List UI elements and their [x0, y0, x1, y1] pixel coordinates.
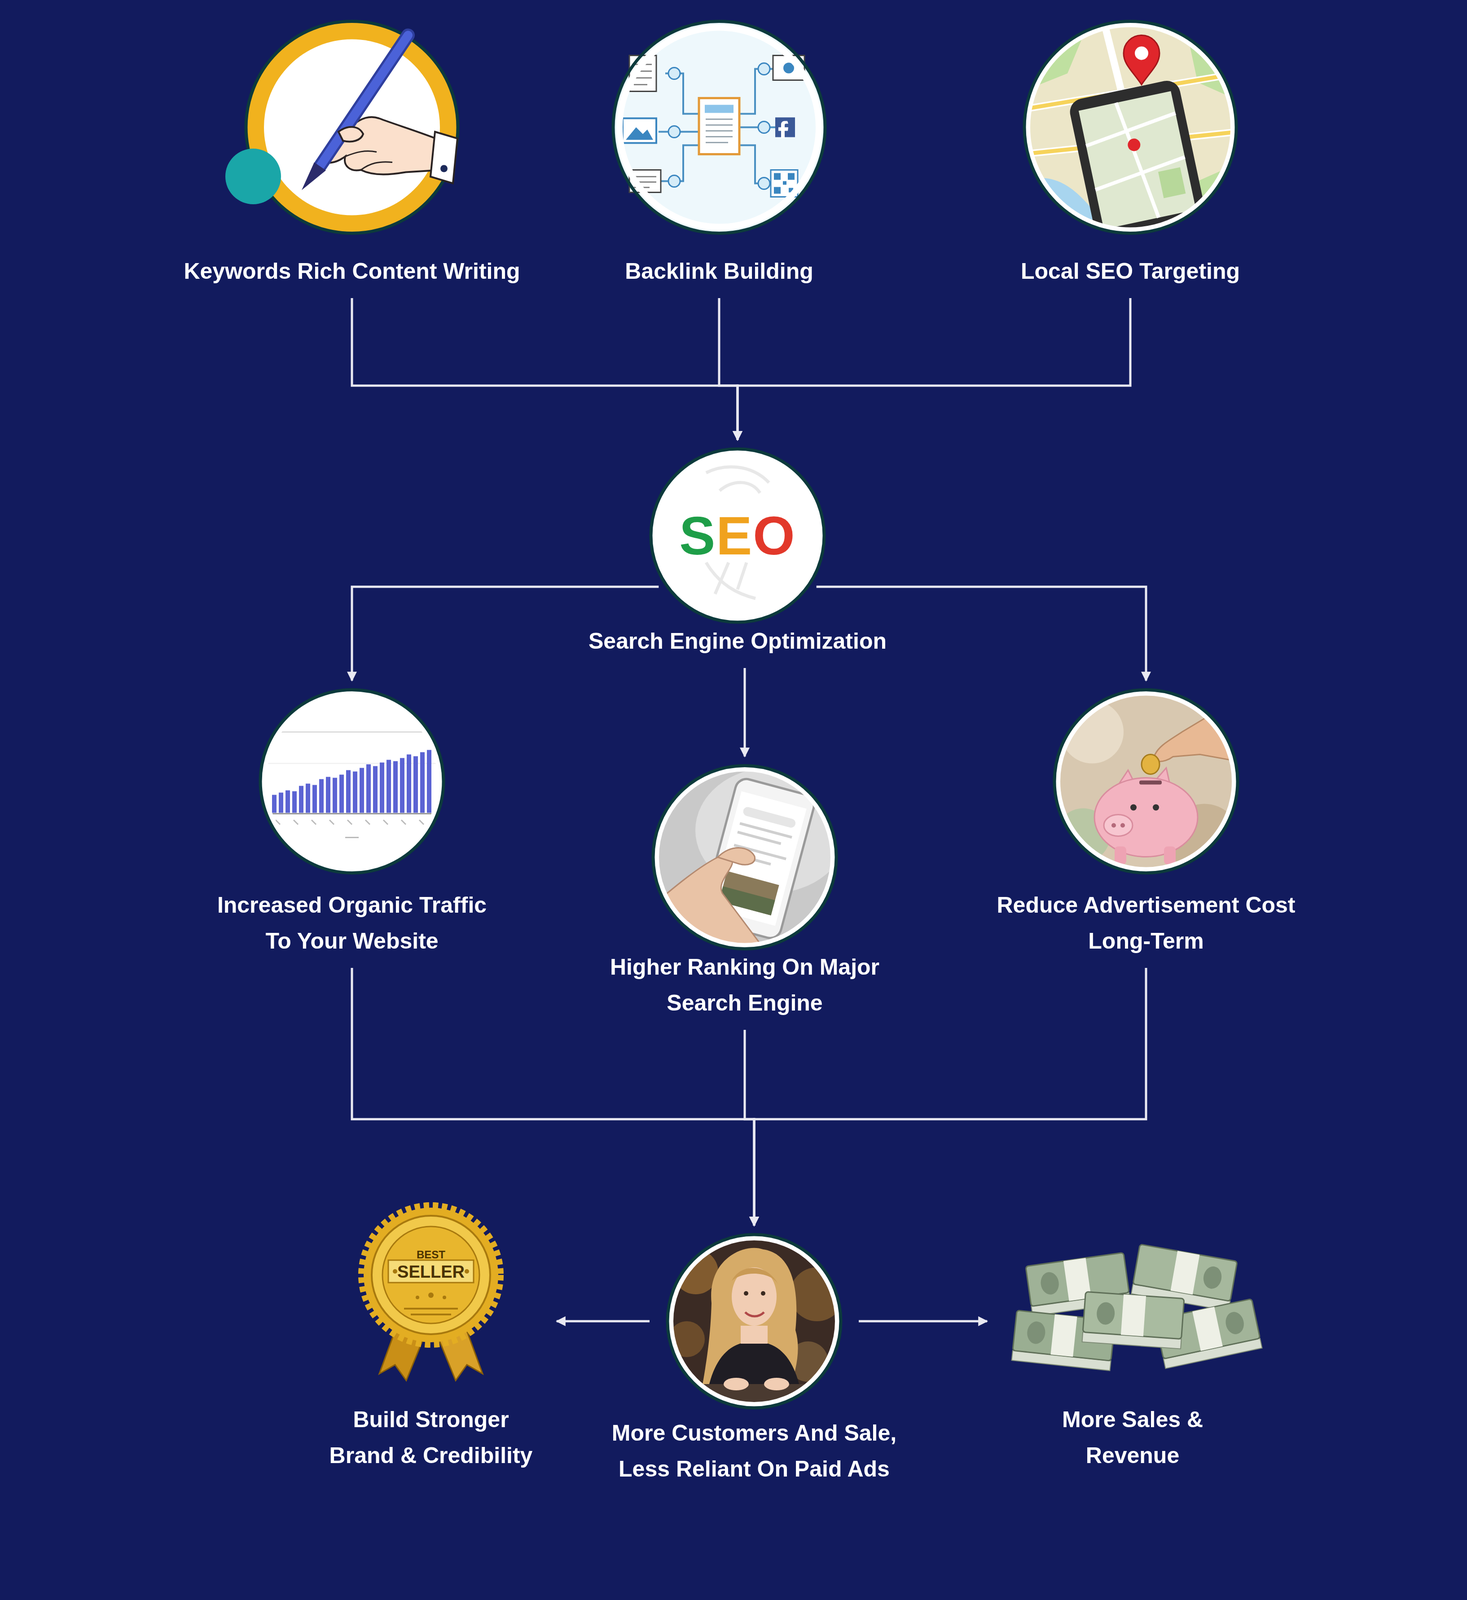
step-label: Local SEO Targeting	[973, 253, 1288, 290]
step-picture	[667, 1234, 841, 1408]
seo-illustration	[650, 448, 825, 623]
step-label: Build Stronger Brand & Credibility	[323, 1401, 539, 1474]
flow-step: Increased Organic Traffic To Your Websit…	[208, 689, 496, 959]
accent-dot	[225, 148, 282, 205]
step-picture: SEO	[650, 448, 825, 623]
flow-step: Local SEO Targeting	[973, 20, 1288, 290]
step-picture	[1005, 1239, 1261, 1373]
step-picture	[245, 20, 460, 235]
logo-text: SEO	[679, 508, 796, 563]
step-picture	[1023, 20, 1238, 235]
badge-text: BEST	[416, 1249, 446, 1261]
flow-step: More Customers And Sale, Less Reliant On…	[597, 1234, 912, 1487]
flow-arrow	[737, 298, 1131, 440]
step-label: Search Engine Optimization	[575, 623, 900, 659]
step-picture	[356, 1199, 506, 1383]
writing-illustration	[245, 21, 458, 234]
phone-search-illustration	[645, 763, 848, 957]
flow-arrow	[744, 1029, 755, 1226]
step-label: More Sales & Revenue	[1042, 1401, 1223, 1474]
flow-arrow	[556, 1320, 650, 1323]
step-label: Higher Ranking On Major Search Engine	[596, 948, 893, 1021]
flow-step: Reduce Advertisement Cost Long-Term	[984, 689, 1308, 959]
flow-step: More Sales & Revenue	[1005, 1239, 1261, 1474]
step-label: Backlink Building	[584, 253, 854, 290]
traffic-chart-illustration	[260, 689, 444, 874]
customer-illustration	[664, 1231, 844, 1411]
step-label: Keywords Rich Content Writing	[149, 253, 554, 290]
backlink-illustration	[613, 21, 826, 234]
step-picture	[260, 689, 444, 874]
flow-step: SEO Search Engine Optimization	[575, 448, 900, 659]
flow-step: Backlink Building	[584, 20, 854, 290]
flow-step: Build Stronger Brand & Credibility	[323, 1199, 539, 1474]
step-picture	[1054, 689, 1239, 874]
step-label: Increased Organic Traffic To Your Websit…	[208, 887, 496, 959]
step-label: Reduce Advertisement Cost Long-Term	[984, 887, 1308, 959]
flow-arrow	[743, 667, 747, 757]
flow-arrow	[719, 298, 738, 440]
piggy-bank-illustration	[1051, 687, 1250, 876]
flow-step: Keywords Rich Content Writing	[149, 20, 554, 290]
flow-arrow	[351, 298, 738, 440]
money-illustration	[1011, 1244, 1263, 1371]
step-picture	[612, 20, 827, 235]
flow-arrow	[858, 1320, 988, 1323]
map-illustration	[1022, 19, 1239, 247]
step-label: More Customers And Sale, Less Reliant On…	[597, 1414, 912, 1487]
bestseller-badge	[362, 1206, 500, 1381]
step-picture	[653, 765, 837, 949]
flow-step: Higher Ranking On Major Search Engine	[596, 765, 893, 1021]
badge-text: SELLER	[397, 1263, 465, 1281]
